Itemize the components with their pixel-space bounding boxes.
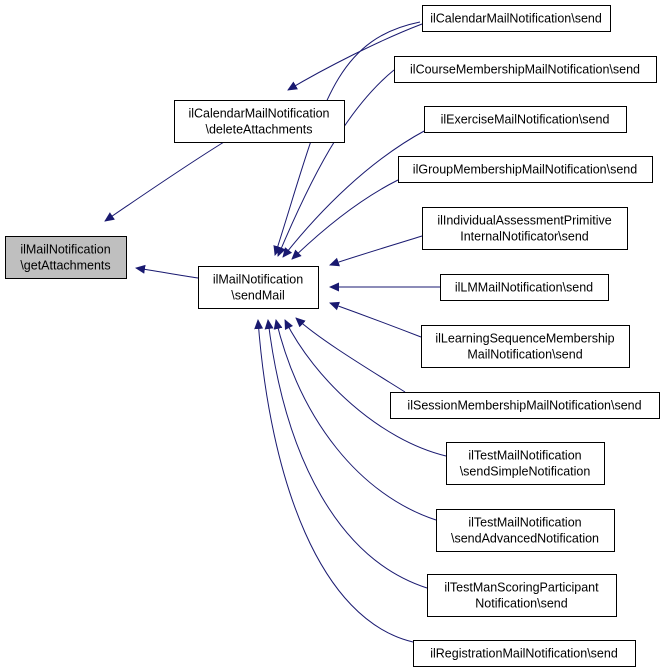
edge-registrationSend-to-sendMail [254, 319, 414, 643]
node-box [413, 640, 636, 667]
edge-groupSend-to-sendMail [291, 179, 399, 260]
edge-deleteAttachments-to-root [104, 141, 225, 222]
node-label-line: ilLMMailNotification\send [455, 281, 593, 295]
edge-manScoring-to-sendMail [264, 319, 428, 589]
node-box [427, 574, 617, 617]
node-box [174, 100, 345, 143]
node-label-line: ilTestManScoringParticipant [444, 581, 599, 595]
node-root[interactable]: ilMailNotification \getAttachments [5, 236, 127, 279]
node-registrationSend[interactable]: ilRegistrationMailNotification\send [413, 640, 636, 667]
node-label-line: ilExerciseMailNotification\send [441, 113, 610, 127]
node-label-line: ilIndividualAssessmentPrimitive [437, 214, 611, 228]
node-box [5, 236, 127, 279]
node-box [390, 392, 660, 419]
node-sessionSend[interactable]: ilSessionMembershipMailNotification\send [390, 392, 660, 419]
node-label-line: \sendMail [231, 289, 285, 303]
node-box [398, 156, 653, 183]
node-calendarSend[interactable]: ilCalendarMailNotification\send [422, 5, 611, 32]
node-box [421, 325, 630, 368]
node-box [198, 266, 319, 309]
node-sendMail[interactable]: ilMailNotification \sendMail [198, 266, 319, 309]
node-label-line: InternalNotificator\send [460, 230, 589, 244]
node-exerciseSend[interactable]: ilExerciseMailNotification\send [424, 106, 627, 133]
edge-learningSend-to-sendMail [329, 301, 422, 338]
node-box [394, 56, 657, 83]
node-manScoring[interactable]: ilTestManScoringParticipantNotification\… [427, 574, 617, 617]
node-label-line: ilCalendarMailNotification\send [430, 12, 602, 26]
edges-layer [104, 21, 447, 643]
node-label-line: MailNotification\send [467, 348, 582, 362]
node-courseSend[interactable]: ilCourseMembershipMailNotification\send [394, 56, 657, 83]
node-individualSend[interactable]: ilIndividualAssessmentPrimitiveInternalN… [422, 207, 628, 250]
node-label-line: ilGroupMembershipMailNotification\send [413, 163, 637, 177]
edge-calendarSend-to-sendMail [273, 21, 421, 256]
node-box [446, 442, 605, 485]
edge-testSimple-to-sendMail [284, 319, 447, 457]
node-lmSend[interactable]: ilLMMailNotification\send [440, 274, 609, 301]
node-label-line: \deleteAttachments [205, 123, 312, 137]
node-box [436, 509, 615, 552]
node-label-line: ilCourseMembershipMailNotification\send [410, 63, 640, 77]
edge-courseSend-to-sendMail [277, 69, 395, 257]
edge-exerciseSend-to-sendMail [282, 129, 427, 258]
node-box [424, 106, 627, 133]
node-box [422, 207, 628, 250]
node-label-line: ilCalendarMailNotification [188, 107, 329, 121]
node-learningSend[interactable]: ilLearningSequenceMembershipMailNotifica… [421, 325, 630, 368]
node-label-line: \sendSimpleNotification [460, 465, 591, 479]
nodes-layer: ilMailNotification \getAttachments ilCalen… [5, 5, 660, 667]
node-box [422, 5, 611, 32]
node-box [440, 274, 609, 301]
edge-sessionSend-to-sendMail [295, 317, 406, 393]
edge-calendarSend-to-deleteAttachments [287, 23, 423, 91]
node-label-line: ilRegistrationMailNotification\send [430, 647, 618, 661]
node-label-line: ilMailNotification [20, 243, 110, 257]
node-label-line: ilTestMailNotification [468, 516, 581, 530]
node-deleteAttachments[interactable]: ilCalendarMailNotification \deleteAttachm… [174, 100, 345, 143]
edge-individualSend-to-sendMail [329, 235, 423, 267]
node-label-line: ilLearningSequenceMembership [435, 332, 614, 346]
edge-sendMail-to-root [135, 264, 199, 279]
node-label-line: ilMailNotification [213, 273, 303, 287]
node-label-line: ilSessionMembershipMailNotification\send [407, 399, 641, 413]
node-testAdvanced[interactable]: ilTestMailNotification \sendAdvancedNotif… [436, 509, 615, 552]
node-label-line: \getAttachments [20, 259, 110, 273]
node-label-line: Notification\send [475, 597, 567, 611]
edge-testAdvanced-to-sendMail [273, 319, 437, 521]
node-label-line: \sendAdvancedNotification [451, 532, 599, 546]
node-groupSend[interactable]: ilGroupMembershipMailNotification\send [398, 156, 653, 183]
node-testSimple[interactable]: ilTestMailNotification \sendSimpleNotific… [446, 442, 605, 485]
node-label-line: ilTestMailNotification [468, 449, 581, 463]
